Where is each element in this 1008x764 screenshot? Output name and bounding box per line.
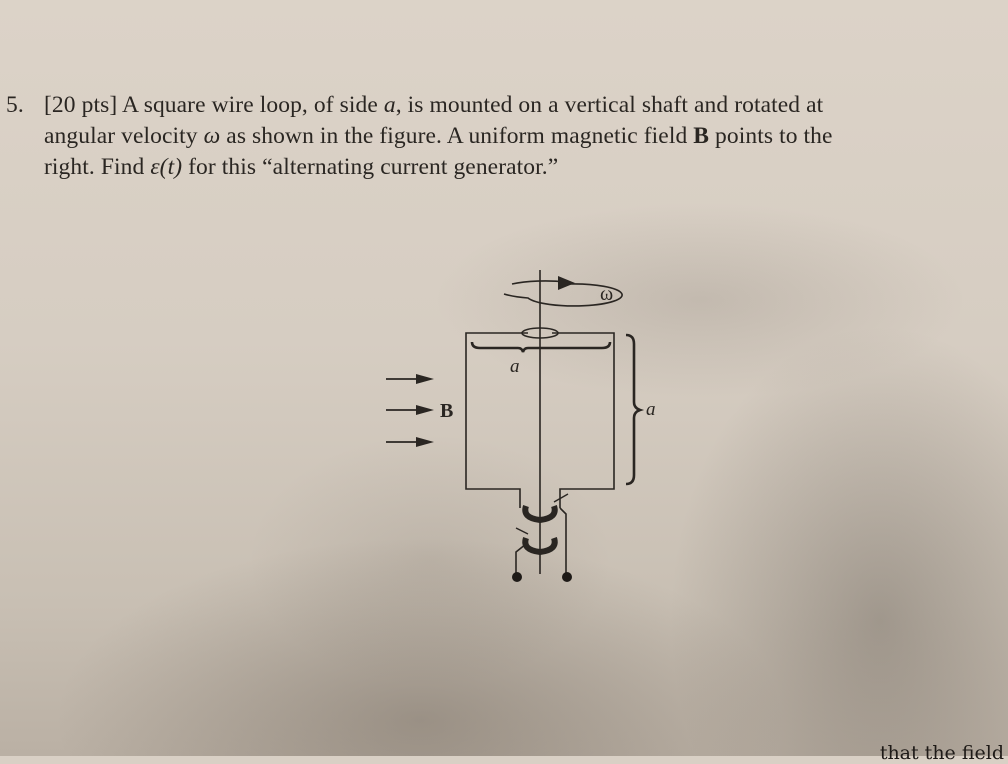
problem-text: A square wire loop, of side xyxy=(121,92,384,118)
problem-points: [20 pts] xyxy=(44,92,118,118)
right-side-label: a xyxy=(646,399,656,420)
top-brace xyxy=(470,341,612,353)
problem-line-3: right. Find ε(t) for this “alternating c… xyxy=(6,152,996,183)
wire-loop xyxy=(465,332,528,508)
terminal-right xyxy=(562,572,572,582)
variable-omega: ω xyxy=(203,123,221,149)
problem-text: , is mounted on a vertical shaft and rot… xyxy=(395,92,824,118)
problem-line-1: 5. [20 pts] A square wire loop, of side a… xyxy=(6,90,996,121)
problem-text: for this “alternating current generator.… xyxy=(182,154,559,180)
b-field-label: B xyxy=(440,400,453,422)
problem-text: points to the xyxy=(709,123,833,149)
rotation-arrow-icon xyxy=(503,276,623,307)
next-page-text-fragment: that the field xyxy=(879,742,1004,764)
terminal-left xyxy=(512,572,522,582)
problem-number: 5. xyxy=(6,92,24,118)
variable-emf: ε(t) xyxy=(150,154,183,180)
top-side-label: a xyxy=(510,356,520,377)
omega-label: ω xyxy=(600,283,613,305)
problem-text: right. Find xyxy=(44,154,151,180)
right-brace xyxy=(625,333,645,486)
problem-text: angular velocity xyxy=(44,123,204,149)
problem-line-2: angular velocity ω as shown in the figur… xyxy=(6,121,996,152)
problem-statement: 5. [20 pts] A square wire loop, of side a… xyxy=(6,90,996,183)
magnetic-field-arrows-icon xyxy=(386,374,434,447)
generator-figure: ω a a B xyxy=(370,262,670,602)
variable-a: a xyxy=(383,92,396,118)
slip-rings-icon xyxy=(515,493,569,574)
variable-b-field: B xyxy=(693,123,710,149)
bearing-ring xyxy=(521,327,559,339)
problem-text: as shown in the figure. A uniform magnet… xyxy=(220,123,694,149)
